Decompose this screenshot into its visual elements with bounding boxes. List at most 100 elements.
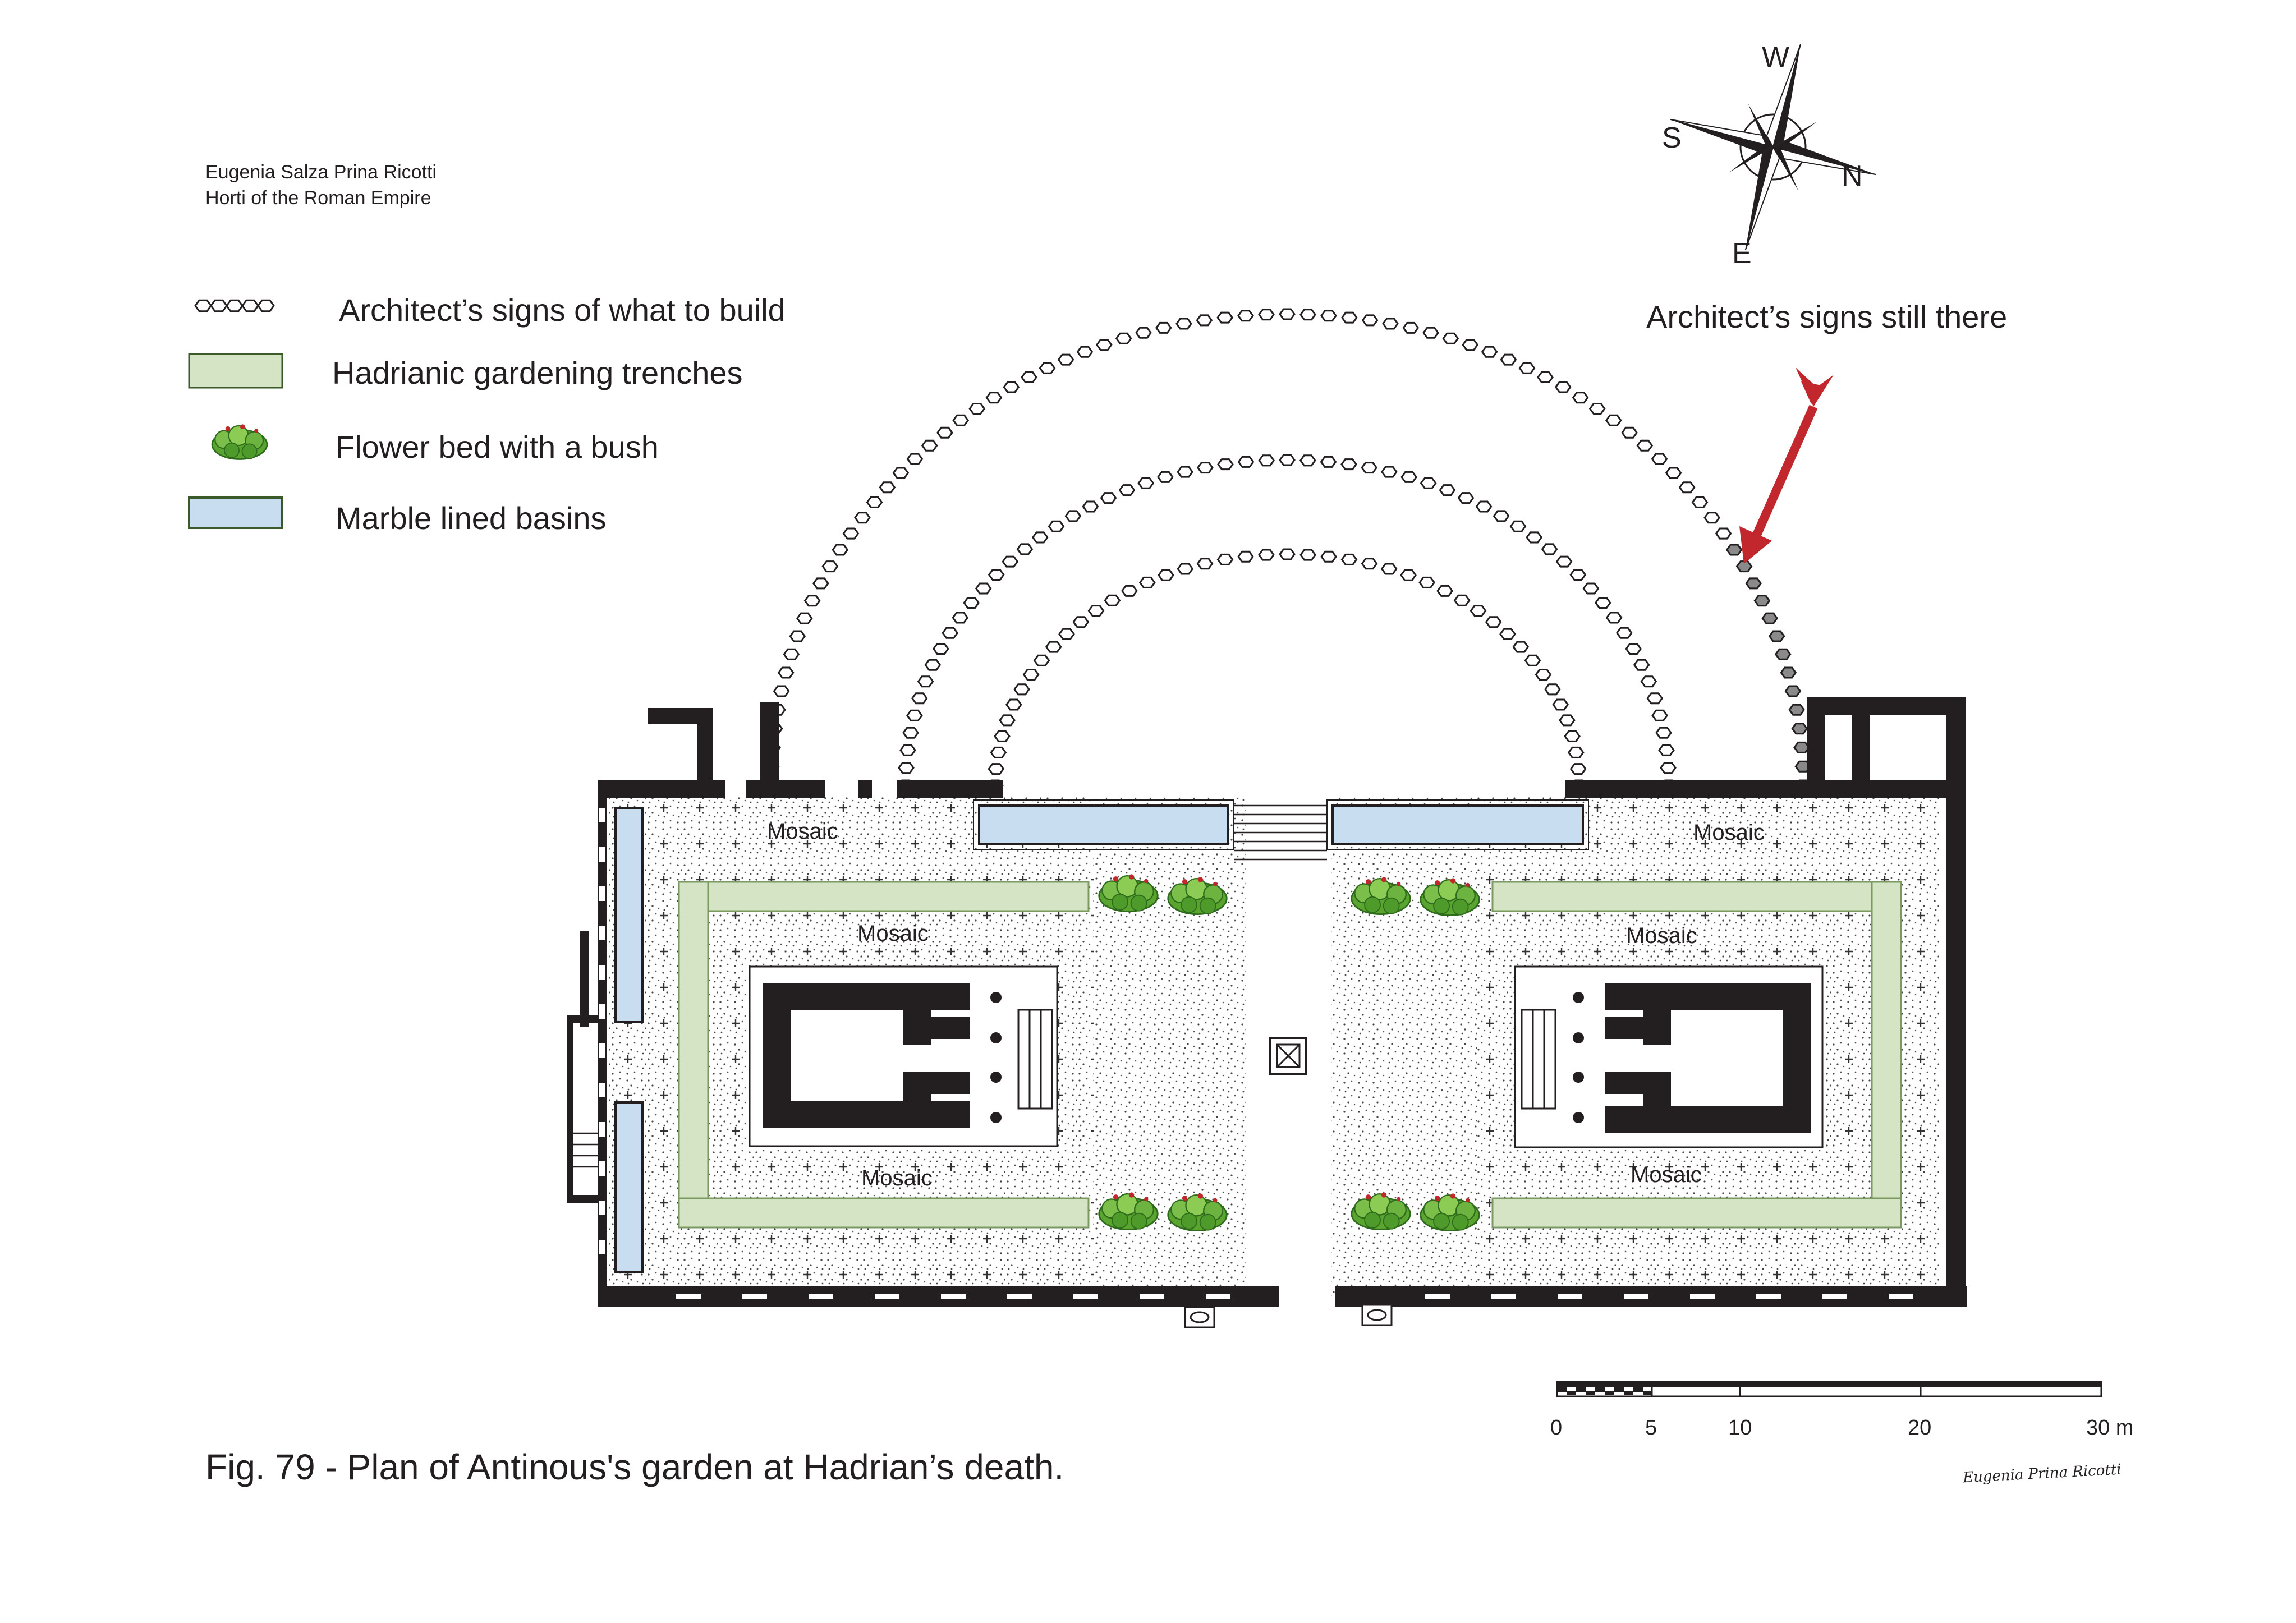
architect-sign-mark	[1605, 612, 1623, 624]
architect-sign-mark	[892, 467, 910, 479]
architect-sign-mark	[1559, 714, 1576, 727]
architect-sign-mark	[898, 762, 915, 774]
scale-tick-label: 30 m	[2086, 1416, 2134, 1440]
architect-sign-mark	[1665, 467, 1682, 479]
architects-signs-arcs	[763, 308, 1812, 792]
architect-sign-mark	[1045, 641, 1062, 653]
architect-sign-mark	[1422, 327, 1439, 339]
compass-label-s: S	[1662, 122, 1682, 154]
architect-sign-mark	[1320, 550, 1337, 563]
architect-sign-mark	[1022, 669, 1040, 681]
architect-sign-mark	[999, 714, 1016, 727]
architect-sign-mark	[911, 692, 928, 705]
architect-sign-mark	[866, 496, 883, 508]
right-pavilion-columns	[1573, 992, 1584, 1123]
legend-architect-signs-swatch	[194, 299, 275, 312]
basin-side-lower	[614, 1101, 644, 1273]
architect-sign-mark	[1640, 675, 1657, 688]
wall-openings	[599, 808, 1913, 1299]
architect-sign-mark	[1442, 332, 1459, 344]
architect-sign-mark	[789, 630, 806, 642]
architect-sign-mark	[1646, 692, 1664, 705]
architect-sign-mark	[1216, 553, 1234, 565]
architect-sign-mark	[1279, 548, 1296, 560]
architect-sign-mark	[899, 744, 916, 756]
architect-sign-mark	[1341, 311, 1358, 324]
figure-caption: Fig. 79 - Plan of Antinous's garden at H…	[205, 1447, 1064, 1487]
architect-sign-mark	[1087, 605, 1105, 617]
architect-sign-mark	[1582, 582, 1600, 595]
architect-sign-mark	[1605, 414, 1622, 426]
scale-tick-label: 20	[1908, 1416, 1932, 1440]
architect-sign-mark	[1039, 362, 1056, 374]
architect-sign-mark	[1299, 454, 1316, 467]
mosaic-label: Mosaic	[857, 921, 929, 946]
architect-sign-mark	[1554, 381, 1572, 393]
mosaic-label: Mosaic	[861, 1166, 933, 1190]
architect-sign-mark	[1299, 309, 1316, 321]
architect-sign-mark	[1633, 659, 1650, 671]
architect-sign-mark	[1594, 597, 1611, 609]
architect-sign-mark	[994, 730, 1011, 742]
architect-sign-mark	[1544, 683, 1561, 696]
architect-sign-mark	[1381, 466, 1398, 478]
architect-sign-mark	[963, 597, 980, 609]
architect-sign-mark	[1121, 585, 1138, 597]
architect-sign-mark	[1299, 549, 1316, 561]
architect-sign-mark	[1457, 492, 1475, 504]
architect-sign-mark	[1436, 585, 1453, 597]
architect-sign-mark	[1320, 310, 1337, 322]
compass-rose	[1670, 44, 1876, 250]
architect-sign-mark	[1499, 628, 1516, 640]
architect-sign-mark	[1196, 462, 1214, 474]
architect-sign-mark	[812, 577, 829, 590]
legend-basin-swatch	[188, 496, 283, 529]
architect-sign-mark	[777, 666, 795, 679]
architect-sign-mark	[1418, 576, 1436, 588]
legend-label-gardening-trenches: Hadrianic gardening trenches	[332, 355, 743, 390]
architect-sign-mark	[832, 544, 849, 556]
architect-sign-mark	[1768, 630, 1785, 642]
architect-sign-mark	[1485, 616, 1502, 628]
architect-sign-mark	[1761, 612, 1779, 624]
architect-sign-mark	[1320, 456, 1337, 468]
legend-trench-swatch	[188, 353, 283, 389]
architect-sign-mark	[1361, 558, 1378, 570]
architect-sign-mark	[942, 627, 959, 639]
architect-sign-mark	[1021, 371, 1037, 383]
architect-sign-mark	[1237, 310, 1254, 322]
basin-top-right	[1331, 804, 1584, 845]
architect-sign-mark	[1439, 484, 1456, 496]
architect-sign-mark	[1526, 531, 1543, 544]
architect-sign-mark	[1177, 466, 1193, 478]
architect-sign-mark	[1481, 346, 1498, 358]
architect-sign-mark	[1158, 569, 1174, 581]
mosaic-label: Mosaic	[1631, 1162, 1702, 1187]
architect-sign-mark	[1400, 569, 1417, 581]
architect-sign-mark	[1031, 531, 1049, 544]
architect-sign-mark	[226, 299, 244, 312]
architect-sign-mark	[1493, 510, 1510, 522]
architect-sign-mark	[1216, 311, 1233, 324]
basin-top-left	[978, 804, 1229, 845]
architect-sign-mark	[1177, 563, 1194, 575]
compass-label-w: W	[1762, 41, 1790, 73]
marble-basins	[614, 804, 1584, 1273]
architect-sign-mark	[1678, 481, 1696, 494]
right-pavilion-steps	[1521, 1009, 1556, 1110]
architect-sign-mark	[1005, 698, 1022, 711]
architect-sign-mark	[1258, 549, 1275, 561]
architect-sign-mark	[1400, 471, 1417, 483]
scale-tick-label: 5	[1645, 1416, 1657, 1440]
architect-sign-mark	[1588, 403, 1606, 415]
architect-sign-mark	[854, 512, 871, 524]
architect-sign-mark	[1137, 477, 1155, 489]
architect-sign-mark	[1175, 318, 1192, 330]
architect-sign-mark	[1382, 318, 1399, 330]
architect-sign-mark	[1013, 683, 1030, 696]
architect-sign-mark	[1118, 484, 1136, 496]
architect-sign-mark	[1658, 744, 1675, 756]
legend-label-flower-bed: Flower bed with a bush	[336, 429, 659, 465]
right-pavilion	[1605, 983, 1811, 1133]
architect-sign-mark	[902, 727, 919, 739]
